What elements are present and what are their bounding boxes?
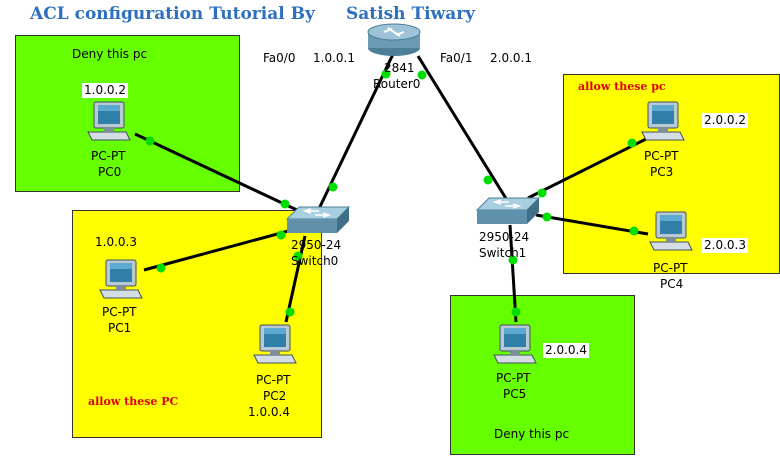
allow-zone-left-label: allow these PC [88,395,179,408]
switch-icon[interactable] [285,205,351,237]
pc1-name: PC1 [108,321,132,335]
pc-icon[interactable] [648,210,694,252]
deny-zone-bottom-label: Deny this pc [494,427,570,441]
allow-zone-right-label: allow these pc [578,80,666,93]
allow-zone-left [72,210,322,438]
pc4-ip: 2.0.0.3 [702,238,748,253]
pc4-name: PC4 [660,277,684,291]
router-fa00-ip: 1.0.0.1 [311,51,357,66]
pc-icon[interactable] [252,323,298,365]
router-fa01-interface: Fa0/1 [438,51,475,66]
pc2-ip: 1.0.0.4 [248,405,290,419]
pc2-name: PC2 [263,389,287,403]
deny-zone-left-label: Deny this pc [72,47,148,61]
pc5-type: PC-PT [496,371,531,385]
pc4-type: PC-PT [653,261,688,275]
author-name: Satish Tiwary [346,4,476,24]
diagram-title: ACL configuration Tutorial By [30,4,315,24]
pc-icon[interactable] [640,100,686,142]
switch1-name: Switch1 [479,246,527,260]
pc-icon[interactable] [86,100,132,142]
pc-icon[interactable] [492,323,538,365]
deny-zone-bottom [450,295,635,455]
router-fa00-interface: Fa0/0 [261,51,298,66]
pc3-name: PC3 [650,165,674,179]
pc0-name: PC0 [98,165,122,179]
router-fa01-ip: 2.0.0.1 [488,51,534,66]
pc-icon[interactable] [98,258,144,300]
pc2-type: PC-PT [256,373,291,387]
link-status-dots [145,69,639,317]
pc3-ip: 2.0.0.2 [702,113,748,128]
pc3-type: PC-PT [644,149,679,163]
router-model: 2841 [384,61,415,75]
pc1-type: PC-PT [102,305,137,319]
switch-icon[interactable] [475,196,541,228]
pc1-ip: 1.0.0.3 [95,235,137,249]
switch1-model: 2950-24 [479,230,530,244]
pc0-ip: 1.0.0.2 [82,83,128,98]
pc0-type: PC-PT [91,149,126,163]
pc5-name: PC5 [503,387,527,401]
switch0-name: Switch0 [291,254,339,268]
switch0-model: 2950-24 [291,238,342,252]
router-icon[interactable] [366,20,422,58]
router-name: Router0 [373,77,421,91]
pc5-ip: 2.0.0.4 [543,343,589,358]
